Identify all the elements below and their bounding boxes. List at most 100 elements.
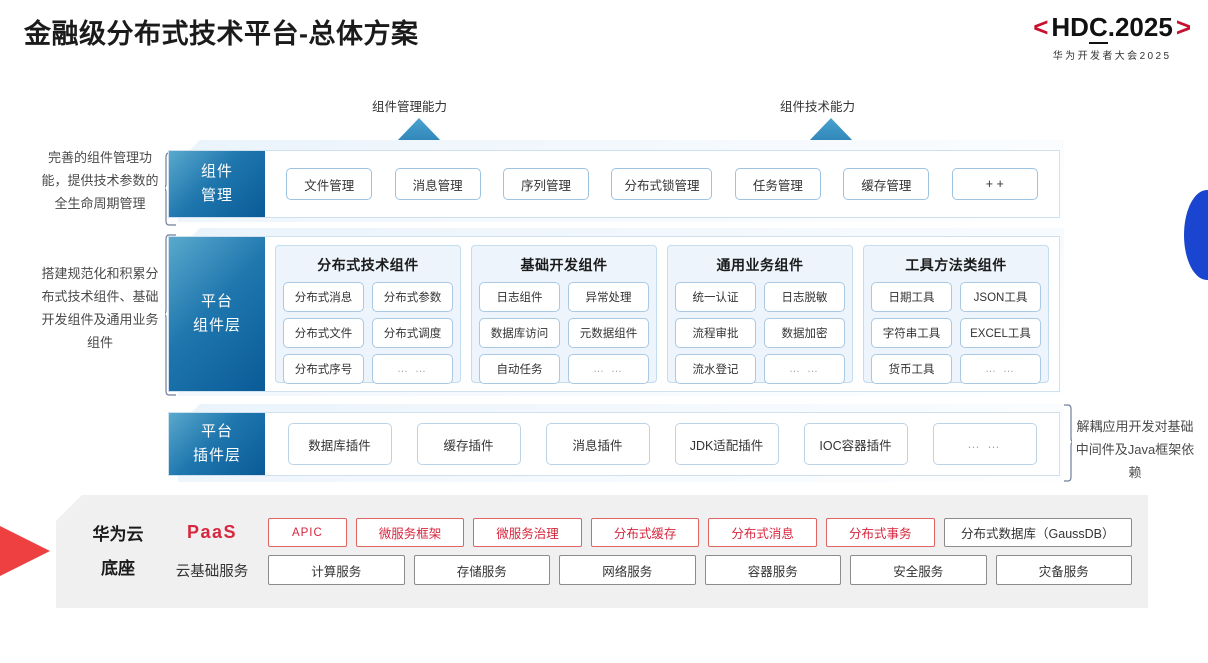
platform-component-layer-label-line2: 组件层 — [192, 317, 241, 334]
chip-file-management[interactable]: 文件管理 — [286, 168, 373, 200]
paas-item-distributed-cache[interactable]: 分布式缓存 — [590, 518, 700, 547]
hdc-logo-subtitle: 华为开发者大会2025 — [1052, 51, 1172, 62]
paas-row: PaaS APIC 微服务框架 微服务治理 分布式缓存 分布式消息 分布式事务 … — [166, 518, 1133, 547]
infra-item-network[interactable]: 网络服务 — [559, 555, 696, 585]
brace-left-middle — [165, 234, 177, 396]
chip-cache-management[interactable]: 缓存管理 — [843, 168, 930, 200]
platform-component-layer-label-line1: 平台 — [200, 293, 233, 310]
chip-ioc-container-plugin[interactable]: IOC容器插件 — [803, 423, 908, 465]
chip-cache-plugin[interactable]: 缓存插件 — [416, 423, 521, 465]
hdc-logo: <HDC.2025> 华为开发者大会2025 — [1030, 12, 1194, 62]
huawei-cloud-base-rows: PaaS APIC 微服务框架 微服务治理 分布式缓存 分布式消息 分布式事务 … — [166, 518, 1148, 585]
brace-right — [1060, 404, 1072, 482]
cell-unified-authentication[interactable]: 统一认证 — [675, 282, 756, 312]
brace-left-top — [165, 152, 177, 226]
side-note-right: 解耦应用开发对基础中间件及Java框架依赖 — [1075, 419, 1195, 480]
group-tool-methods: 工具方法类组件 日期工具 JSON工具 字符串工具 EXCEL工具 货币工具 …… — [863, 245, 1049, 384]
chip-sequence-management[interactable]: 序列管理 — [503, 168, 590, 200]
hdc-letter-h: H — [1051, 12, 1071, 42]
infra-item-security[interactable]: 安全服务 — [850, 555, 987, 585]
cell-currency-tool[interactable]: 货币工具 — [871, 354, 952, 384]
platform-plugin-layer: 平台 插件层 数据库插件 缓存插件 消息插件 JDK适配插件 IOC容器插件 …… — [168, 412, 1060, 476]
group-grid-tool-methods: 日期工具 JSON工具 字符串工具 EXCEL工具 货币工具 … … — [871, 282, 1041, 384]
chip-jdk-adapter-plugin[interactable]: JDK适配插件 — [674, 423, 779, 465]
cell-distributed-sequence[interactable]: 分布式序号 — [283, 354, 364, 384]
platform-plugin-layer-label-line2: 插件层 — [192, 447, 241, 464]
infra-items: 计算服务 存储服务 网络服务 容器服务 安全服务 灾备服务 — [268, 555, 1132, 585]
paas-item-apic[interactable]: APIC — [268, 518, 347, 547]
chip-message-plugin[interactable]: 消息插件 — [545, 423, 650, 465]
chip-distributed-lock-management[interactable]: 分布式锁管理 — [611, 168, 713, 200]
angle-bracket-left-icon: < — [1033, 12, 1049, 42]
chip-add-more[interactable]: + + — [951, 168, 1038, 200]
component-management-label: 组件 管理 — [169, 151, 265, 217]
infra-label: 云基础服务 — [175, 563, 249, 580]
chip-more-plugins[interactable]: … … — [932, 423, 1037, 465]
platform-plugin-items: 数据库插件 缓存插件 消息插件 JDK适配插件 IOC容器插件 … … — [265, 413, 1059, 475]
cell-more-basic-development[interactable]: … … — [568, 354, 649, 384]
component-management-items: 文件管理 消息管理 序列管理 分布式锁管理 任务管理 缓存管理 + + — [265, 151, 1059, 217]
arrow-label-component-management: 组件管理能力 — [372, 100, 448, 114]
cell-more-distributed-tech[interactable]: … … — [372, 354, 453, 384]
group-grid-distributed-tech: 分布式消息 分布式参数 分布式文件 分布式调度 分布式序号 … … — [283, 282, 453, 384]
infra-item-compute[interactable]: 计算服务 — [268, 555, 405, 585]
group-general-business: 通用业务组件 统一认证 日志脱敏 流程审批 数据加密 流水登记 … … — [667, 245, 853, 384]
group-basic-development: 基础开发组件 日志组件 异常处理 数据库访问 元数据组件 自动任务 … … — [471, 245, 657, 384]
paas-items: APIC 微服务框架 微服务治理 分布式缓存 分布式消息 分布式事务 分布式数据… — [268, 518, 1133, 547]
infra-item-disaster-recovery[interactable]: 灾备服务 — [995, 555, 1132, 585]
cell-date-tool[interactable]: 日期工具 — [871, 282, 952, 312]
cell-process-approval[interactable]: 流程审批 — [675, 318, 756, 348]
cell-distributed-parameter[interactable]: 分布式参数 — [372, 282, 453, 312]
side-note-left-top: 完善的组件管理功能，提供技术参数的全生命周期管理 — [41, 150, 159, 211]
paas-item-microservice-framework[interactable]: 微服务框架 — [355, 518, 465, 547]
huawei-cloud-base-title: 华为云 底座 — [56, 518, 166, 586]
cell-data-encryption[interactable]: 数据加密 — [764, 318, 845, 348]
cell-automatic-task[interactable]: 自动任务 — [479, 354, 560, 384]
group-title-tool-methods: 工具方法类组件 — [905, 257, 1007, 273]
cell-more-tool-methods[interactable]: … … — [960, 354, 1041, 384]
cell-distributed-schedule[interactable]: 分布式调度 — [372, 318, 453, 348]
infra-item-container[interactable]: 容器服务 — [704, 555, 841, 585]
decoration-red-triangle — [0, 505, 50, 597]
cell-string-tool[interactable]: 字符串工具 — [871, 318, 952, 348]
group-title-distributed-tech: 分布式技术组件 — [317, 257, 419, 273]
group-distributed-tech: 分布式技术组件 分布式消息 分布式参数 分布式文件 分布式调度 分布式序号 … … — [275, 245, 461, 384]
cell-json-tool[interactable]: JSON工具 — [960, 282, 1041, 312]
platform-plugin-layer-label: 平台 插件层 — [169, 413, 265, 475]
paas-item-distributed-database[interactable]: 分布式数据库（GaussDB） — [943, 518, 1133, 547]
cell-metadata-component[interactable]: 元数据组件 — [568, 318, 649, 348]
chip-message-management[interactable]: 消息管理 — [394, 168, 481, 200]
cell-excel-tool[interactable]: EXCEL工具 — [960, 318, 1041, 348]
decoration-blue-arc — [1184, 190, 1208, 280]
chip-task-management[interactable]: 任务管理 — [734, 168, 821, 200]
platform-component-layer: 平台 组件层 分布式技术组件 分布式消息 分布式参数 分布式文件 分布式调度 分… — [168, 236, 1060, 392]
cell-log-component[interactable]: 日志组件 — [479, 282, 560, 312]
infra-item-storage[interactable]: 存储服务 — [413, 555, 550, 585]
cell-transaction-record[interactable]: 流水登记 — [675, 354, 756, 384]
huawei-cloud-base-inner: 华为云 底座 PaaS APIC 微服务框架 微服务治理 分布式缓存 分布式消息… — [56, 495, 1148, 608]
cell-distributed-message[interactable]: 分布式消息 — [283, 282, 364, 312]
component-management-label-line1: 组件 — [200, 163, 233, 180]
hdc-letter-c: C — [1088, 12, 1108, 44]
platform-component-layer-label: 平台 组件层 — [169, 237, 265, 391]
arrow-label-component-technology: 组件技术能力 — [780, 100, 856, 114]
platform-plugin-layer-label-line1: 平台 — [200, 423, 233, 440]
group-title-basic-development: 基础开发组件 — [520, 257, 608, 273]
huawei-cloud-base-title-line2: 底座 — [101, 558, 135, 578]
huawei-cloud-base: 华为云 底座 PaaS APIC 微服务框架 微服务治理 分布式缓存 分布式消息… — [56, 495, 1148, 608]
cell-distributed-file[interactable]: 分布式文件 — [283, 318, 364, 348]
hdc-year: .2025 — [1107, 12, 1173, 42]
chip-database-plugin[interactable]: 数据库插件 — [287, 423, 392, 465]
cell-more-general-business[interactable]: … … — [764, 354, 845, 384]
component-management-label-line2: 管理 — [200, 187, 233, 204]
cell-log-desensitization[interactable]: 日志脱敏 — [764, 282, 845, 312]
paas-item-microservice-governance[interactable]: 微服务治理 — [473, 518, 582, 547]
group-title-general-business: 通用业务组件 — [716, 257, 804, 273]
paas-item-distributed-message[interactable]: 分布式消息 — [708, 518, 817, 547]
side-note-left-middle: 搭建规范化和积累分布式技术组件、基础开发组件及通用业务组件 — [41, 266, 159, 350]
angle-bracket-right-icon: > — [1175, 12, 1191, 42]
paas-item-distributed-transaction[interactable]: 分布式事务 — [825, 518, 935, 547]
cell-exception-handling[interactable]: 异常处理 — [568, 282, 649, 312]
cell-database-access[interactable]: 数据库访问 — [479, 318, 560, 348]
